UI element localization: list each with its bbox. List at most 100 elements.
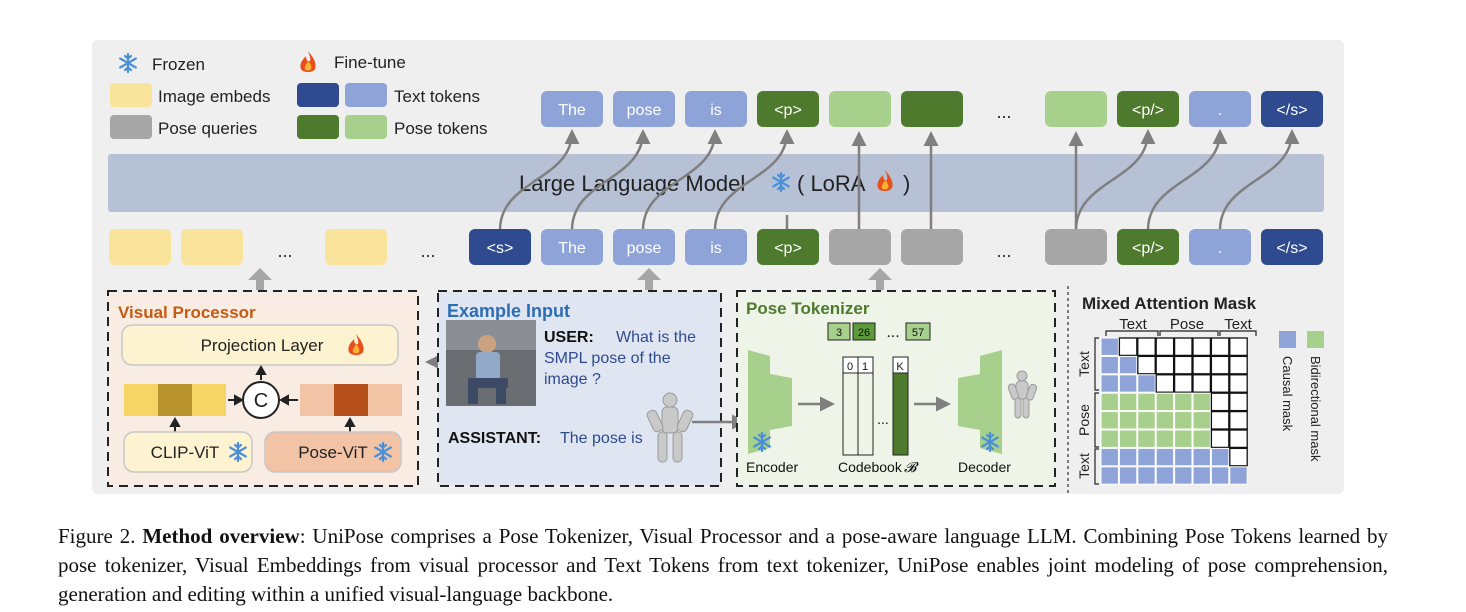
output-token-label: </s> (1276, 102, 1307, 119)
method-overview-figure: Frozen Fine-tune Image embeds Pose queri… (92, 40, 1344, 494)
output-ellipsis: ... (996, 102, 1011, 122)
mask-cell (1229, 374, 1248, 393)
mask-cell (1192, 466, 1211, 485)
mask-cell (1192, 411, 1211, 430)
example-title: Example Input (447, 301, 570, 321)
legend-finetune: Fine-tune (334, 53, 406, 72)
mask-cell (1100, 466, 1119, 485)
llm-label: Large Language Model (519, 171, 745, 196)
pose-query-token (829, 229, 891, 265)
mask-cell (1137, 392, 1156, 412)
legend-image-embeds: Image embeds (158, 87, 270, 106)
legend-text-dark-swatch (297, 83, 339, 107)
input-token-label: is (710, 240, 722, 257)
output-token (685, 91, 747, 127)
input-token (685, 229, 747, 265)
mask-top-label: Text (1224, 316, 1252, 333)
mask-cell (1118, 337, 1138, 357)
image-embed-token (109, 229, 171, 265)
mask-cell (1100, 337, 1119, 356)
mask-cell (1173, 355, 1193, 375)
input-token (541, 229, 603, 265)
caption-body: : UniPose comprises a Pose Tokenizer, Vi… (58, 524, 1388, 606)
mask-cell (1155, 337, 1175, 357)
input-ellipsis: ... (420, 241, 435, 261)
output-token (541, 91, 603, 127)
mask-cell (1100, 429, 1119, 448)
pose-query-token (901, 229, 963, 265)
mask-cell (1192, 392, 1211, 412)
mask-cell (1229, 355, 1248, 375)
pose-feature (368, 384, 402, 416)
input-ellipsis: ... (277, 241, 292, 261)
mask-top-label: Text (1119, 316, 1147, 333)
clip-feature (158, 384, 192, 416)
legend-frozen: Frozen (152, 55, 205, 74)
mask-cell (1100, 355, 1119, 375)
clip-vit-block (123, 431, 253, 473)
mask-cell (1229, 410, 1248, 430)
mask-cell (1118, 429, 1138, 448)
mask-title: Mixed Attention Mask (1082, 294, 1257, 313)
mask-cell (1210, 429, 1230, 449)
mask-cell (1137, 337, 1156, 357)
mask-cell (1173, 374, 1193, 393)
image-embed-token (325, 229, 387, 265)
mask-cell (1229, 466, 1248, 485)
code-cell (852, 322, 876, 341)
input-token-label: </s> (1276, 240, 1307, 257)
mask-cell (1118, 392, 1138, 412)
mask-cell (1192, 374, 1212, 393)
mask-top-label: Pose (1170, 316, 1204, 333)
lora-close: ) (903, 171, 910, 196)
mask-cell (1155, 447, 1175, 467)
input-token-label: . (1218, 240, 1222, 257)
output-token (613, 91, 675, 127)
legend-pose-query-swatch (110, 115, 152, 139)
causal-mask-label: Causal mask (1280, 356, 1295, 432)
mask-cell (1210, 337, 1230, 357)
codebook-ellipsis: ... (877, 411, 889, 427)
code-ellipsis: ... (886, 324, 899, 341)
module-up-arrows (248, 268, 892, 290)
encoder-block (770, 374, 792, 430)
concat-label: C (254, 390, 268, 412)
code-value: 57 (912, 327, 924, 339)
llm-block (108, 154, 1324, 212)
mask-cell (1229, 429, 1248, 449)
mask-cell (1118, 411, 1138, 430)
pose-feature (334, 384, 368, 416)
legend-text-tokens: Text tokens (394, 87, 480, 106)
mask-cell (1118, 447, 1138, 467)
encoder-block (748, 350, 770, 454)
mask-cell (1100, 447, 1119, 467)
mask-cell (1118, 355, 1138, 375)
codebook-label: Codebook (838, 459, 903, 475)
legend-pose-light-swatch (345, 115, 387, 139)
visual-processor-title: Visual Processor (118, 303, 256, 322)
output-token (757, 91, 819, 127)
mask-cell (1173, 337, 1193, 357)
user-text-line: What is the SMPL pose of the image ? (544, 329, 700, 388)
mask-cell (1229, 447, 1248, 467)
output-token-label: is (710, 102, 722, 119)
mask-cell (1210, 410, 1230, 430)
output-token-label: The (558, 102, 586, 119)
example-input: Example Input USER: What is the SMPL pos… (437, 290, 722, 487)
caption-prefix: Figure 2. (58, 524, 136, 548)
codebook-index: 0 (847, 361, 853, 373)
encoder-label: Encoder (746, 459, 798, 475)
input-token-label: <p> (774, 240, 802, 257)
output-token (1189, 91, 1251, 127)
legend: Frozen Fine-tune Image embeds Pose queri… (110, 51, 488, 139)
pose-tokenizer: Pose Tokenizer 3 26 ... 57 Encoder 0 1 K… (736, 290, 1056, 487)
mask-cell (1210, 355, 1230, 375)
mask-cell (1137, 374, 1156, 393)
codebook-index: 1 (862, 361, 868, 373)
legend-text-light-swatch (345, 83, 387, 107)
pose-vit-label: Pose-ViT (298, 443, 368, 462)
mask-cell (1155, 374, 1175, 393)
mask-cell (1174, 429, 1193, 448)
output-token (1261, 91, 1323, 127)
pose-vit-block (264, 431, 402, 473)
